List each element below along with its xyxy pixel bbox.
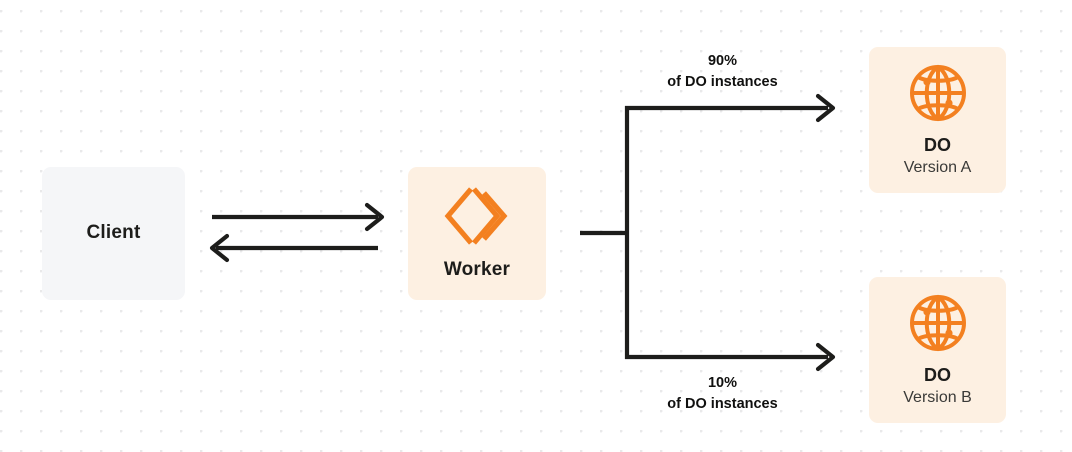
- edge-label-do-b: 10% of DO instances: [640, 373, 805, 415]
- edge-label-do-b-detail: of DO instances: [667, 396, 778, 413]
- node-client: Client: [42, 167, 185, 300]
- arrow-worker-to-client: [209, 233, 378, 263]
- edge-label-do-a: 90% of DO instances: [640, 51, 805, 93]
- globe-icon: [907, 292, 969, 359]
- node-worker: Worker: [408, 167, 546, 300]
- arrow-worker-to-do-b: [625, 342, 836, 372]
- node-do-b-title: DO: [924, 365, 951, 386]
- node-do-a-title: DO: [924, 135, 951, 156]
- node-do-version-a: DO Version A: [869, 47, 1006, 193]
- node-do-version-b: DO Version B: [869, 277, 1006, 423]
- edge-label-do-b-percent: 10%: [707, 375, 738, 391]
- node-do-b-subtitle: Version B: [903, 389, 972, 407]
- edge-label-do-a-detail: of DO instances: [667, 74, 778, 91]
- arrow-worker-to-do-a: [625, 93, 836, 123]
- node-worker-label: Worker: [443, 259, 511, 281]
- cloudflare-workers-icon: [444, 186, 510, 251]
- edge-label-do-a-percent: 90%: [707, 53, 738, 69]
- node-do-a-subtitle: Version A: [903, 159, 972, 177]
- arrow-client-to-worker: [212, 202, 385, 232]
- globe-icon: [907, 62, 969, 129]
- node-client-label: Client: [86, 222, 141, 244]
